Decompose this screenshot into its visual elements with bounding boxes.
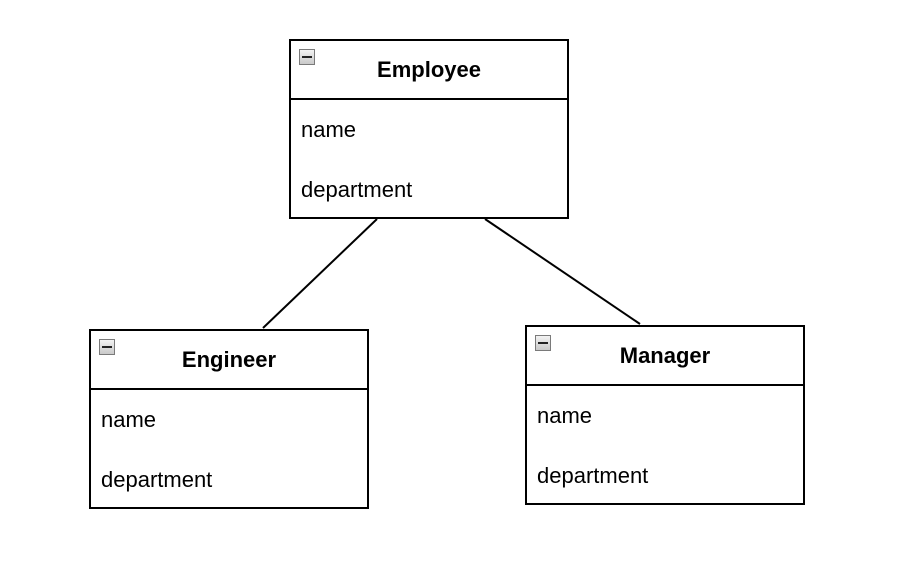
entity-field-name[interactable]: name: [301, 117, 357, 142]
collapse-icon[interactable]: [99, 339, 115, 355]
entity-manager[interactable]: Manager name department: [525, 325, 805, 505]
connector-employee-engineer: [262, 218, 378, 329]
entity-engineer[interactable]: Engineer name department: [89, 329, 369, 509]
connector-employee-manager: [484, 218, 641, 325]
entity-field-department[interactable]: department: [301, 177, 413, 202]
entity-title: Manager: [619, 343, 711, 368]
entity-field-name[interactable]: name: [537, 403, 593, 428]
entity-header: Employee: [291, 41, 567, 100]
entity-title: Engineer: [181, 347, 277, 372]
entity-field-department[interactable]: department: [537, 463, 649, 488]
collapse-icon[interactable]: [299, 49, 315, 65]
entity-employee[interactable]: Employee name department: [289, 39, 569, 219]
entity-header: Engineer: [91, 331, 367, 390]
collapse-icon[interactable]: [535, 335, 551, 351]
entity-header: Manager: [527, 327, 803, 386]
entity-field-name[interactable]: name: [101, 407, 157, 432]
entity-title: Employee: [377, 57, 481, 82]
entity-field-department[interactable]: department: [101, 467, 213, 492]
